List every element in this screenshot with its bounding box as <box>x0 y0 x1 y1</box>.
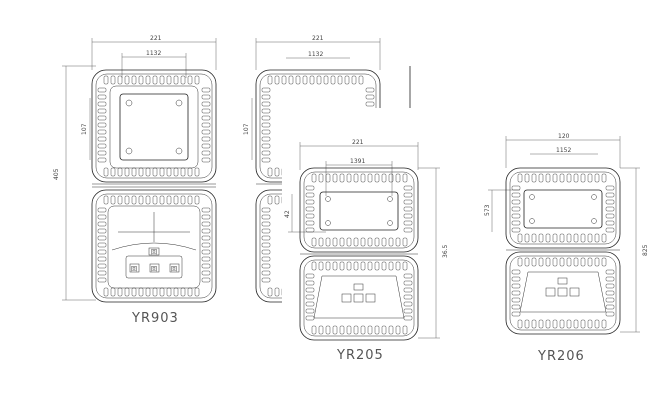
dim-width-2: 221 <box>312 35 324 42</box>
dim-inner-height-yr205: 42 <box>284 210 291 218</box>
lid-mark-top: 回 <box>151 249 157 256</box>
drawing-yr205: 221 1391 42 36.5 YR205 <box>284 139 449 363</box>
dim-inner-width-yr206: 1152 <box>556 147 571 154</box>
dim-width-yr205: 221 <box>352 139 364 146</box>
dim-inner-width: 1132 <box>146 50 161 57</box>
model-label-yr903: YR903 <box>131 311 179 326</box>
rib-pattern <box>97 195 211 297</box>
model-label-yr205: YR205 <box>336 348 384 363</box>
dim-inner-height-2: 107 <box>243 123 250 135</box>
rib-pattern <box>305 261 413 335</box>
lid-mark-3: 回 <box>171 266 177 273</box>
dim-height-yr205: 36.5 <box>442 244 449 258</box>
dim-height: 405 <box>53 168 60 180</box>
lid-mark-1: 回 <box>131 266 137 273</box>
drawing-yr206: 120 1152 573 825 YR206 <box>484 133 649 364</box>
model-label-yr206: YR206 <box>537 349 585 364</box>
rib-pattern <box>97 75 211 177</box>
dim-inner-height: 107 <box>81 123 88 135</box>
rib-pattern <box>511 257 615 329</box>
rib-pattern <box>511 173 615 243</box>
dim-height-yr206: 825 <box>642 244 649 256</box>
drawing-yr903: 221 1132 405 107 回 <box>53 35 217 326</box>
dim-inner-height-yr206: 573 <box>484 204 491 216</box>
rib-pattern <box>305 173 413 247</box>
lid-mark-2: 回 <box>151 266 157 273</box>
dim-width: 221 <box>150 35 162 42</box>
dim-width-yr206: 120 <box>558 133 570 140</box>
dim-inner-width-yr205: 1391 <box>350 158 365 165</box>
dim-inner-width-2: 1132 <box>308 51 323 58</box>
